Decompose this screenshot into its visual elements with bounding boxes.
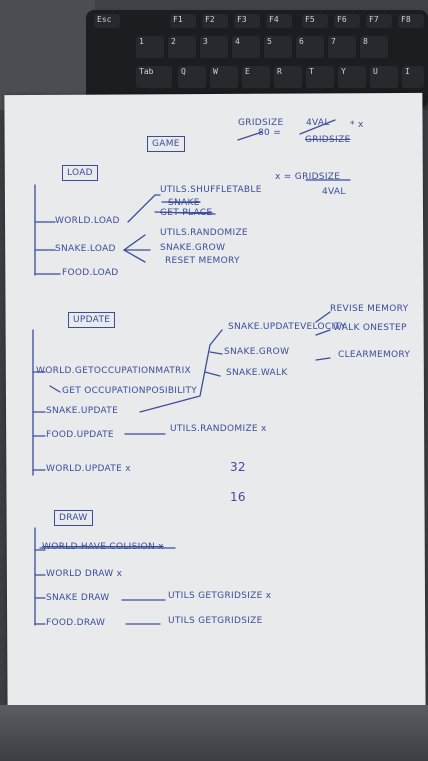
key-5: 5 — [264, 36, 292, 58]
note-formula-right: x = GRIDSIZE — [275, 172, 341, 182]
key-q: Q — [178, 66, 206, 88]
note-utils-randomize-2: UTILS.RANDOMIZE x — [170, 424, 267, 434]
key-1: 1 — [136, 36, 164, 58]
key-f1: F1 — [170, 14, 196, 28]
note-snake-grow: SNAKE.GROW — [160, 243, 226, 253]
desk-surface — [0, 0, 95, 110]
label-load-box: LOAD — [62, 165, 98, 181]
key-4: 4 — [232, 36, 260, 58]
note-utils-shuffle: UTILS.SHUFFLETABLE — [160, 185, 262, 195]
note-world-update: WORLD.UPDATE x — [46, 464, 131, 474]
key-2: 2 — [168, 36, 196, 58]
note-walk-one-step: WALK ONESTEP — [333, 323, 407, 333]
key-3: 3 — [200, 36, 228, 58]
desk-floor — [0, 705, 428, 761]
key-esc: Esc — [94, 14, 120, 28]
note-utils-get-gridsize: UTILS GETGRIDSIZE x — [168, 591, 272, 601]
key-w: W — [210, 66, 238, 88]
key-u: U — [370, 66, 398, 88]
note-get-occupation-posibility: GET OCCUPATIONPOSIBILITY — [62, 386, 198, 396]
key-f3: F3 — [234, 14, 260, 28]
note-formula-gridsize: GRIDSIZE — [238, 118, 284, 128]
key-r: R — [274, 66, 302, 88]
keyboard-body: Esc F1 F2 F3 F4 F5 F6 F7 F8 1 2 3 4 5 6 … — [86, 10, 428, 108]
key-6: 6 — [296, 36, 324, 58]
note-snake-update: SNAKE.UPDATE — [46, 406, 119, 416]
note-world-draw: WORLD DRAW x — [46, 569, 123, 579]
note-snake-draw: SNAKE DRAW — [46, 593, 110, 603]
keyboard-background: Esc F1 F2 F3 F4 F5 F6 F7 F8 1 2 3 4 5 6 … — [0, 0, 428, 110]
note-clear-memory: CLEARMEMORY — [338, 350, 411, 360]
note-utils-get-gridsize-2: UTILS GETGRIDSIZE — [168, 616, 263, 626]
key-i: I — [402, 66, 424, 88]
key-f2: F2 — [202, 14, 228, 28]
note-utils-randomize: UTILS.RANDOMIZE — [160, 228, 248, 238]
note-struck-snake: SNAKE — [168, 198, 200, 208]
key-f6: F6 — [334, 14, 360, 28]
label-update-box: UPDATE — [68, 312, 116, 328]
key-t: T — [306, 66, 334, 88]
note-struck-get: GET PLACE — [160, 208, 213, 218]
note-number-32: 32 — [230, 460, 246, 474]
note-number-16: 16 — [230, 490, 246, 504]
note-snake-update-velocity: SNAKE.UPDATEVELOCITY — [228, 322, 347, 332]
note-formula-denominator: GRIDSIZE — [305, 135, 351, 145]
label-draw-box: DRAW — [54, 510, 93, 526]
note-formula-right-den: 4VAL — [322, 187, 346, 197]
note-formula-numerator: 4VAL — [306, 118, 330, 128]
note-food-load: FOOD.LOAD — [62, 268, 119, 278]
label-game-box: GAME — [147, 136, 185, 152]
note-food-update: FOOD.UPDATE — [46, 430, 114, 440]
note-food-draw: FOOD.DRAW — [46, 618, 106, 628]
key-f7: F7 — [366, 14, 392, 28]
note-snake-grow-2: SNAKE.GROW — [224, 347, 290, 357]
note-formula-equals: 80 = — [258, 128, 282, 138]
key-tab: Tab — [136, 66, 172, 88]
note-world-get-occupation: WORLD.GETOCCUPATIONMATRIX — [36, 366, 192, 376]
note-world-load: WORLD.LOAD — [55, 216, 120, 226]
note-revise-memory: REVISE MEMORY — [330, 304, 409, 314]
key-7: 7 — [328, 36, 356, 58]
key-f5: F5 — [302, 14, 328, 28]
note-reset-memory: RESET MEMORY — [165, 256, 240, 266]
note-snake-walk: SNAKE.WALK — [226, 368, 288, 378]
key-8: 8 — [360, 36, 388, 58]
note-snake-load: SNAKE.LOAD — [55, 244, 116, 254]
note-formula-tail: * x — [350, 120, 364, 130]
key-f4: F4 — [266, 14, 292, 28]
key-f8: F8 — [398, 14, 424, 28]
key-y: Y — [338, 66, 366, 88]
key-e: E — [242, 66, 270, 88]
note-world-have-collision: WORLD HAVE COLISION x — [42, 542, 164, 552]
